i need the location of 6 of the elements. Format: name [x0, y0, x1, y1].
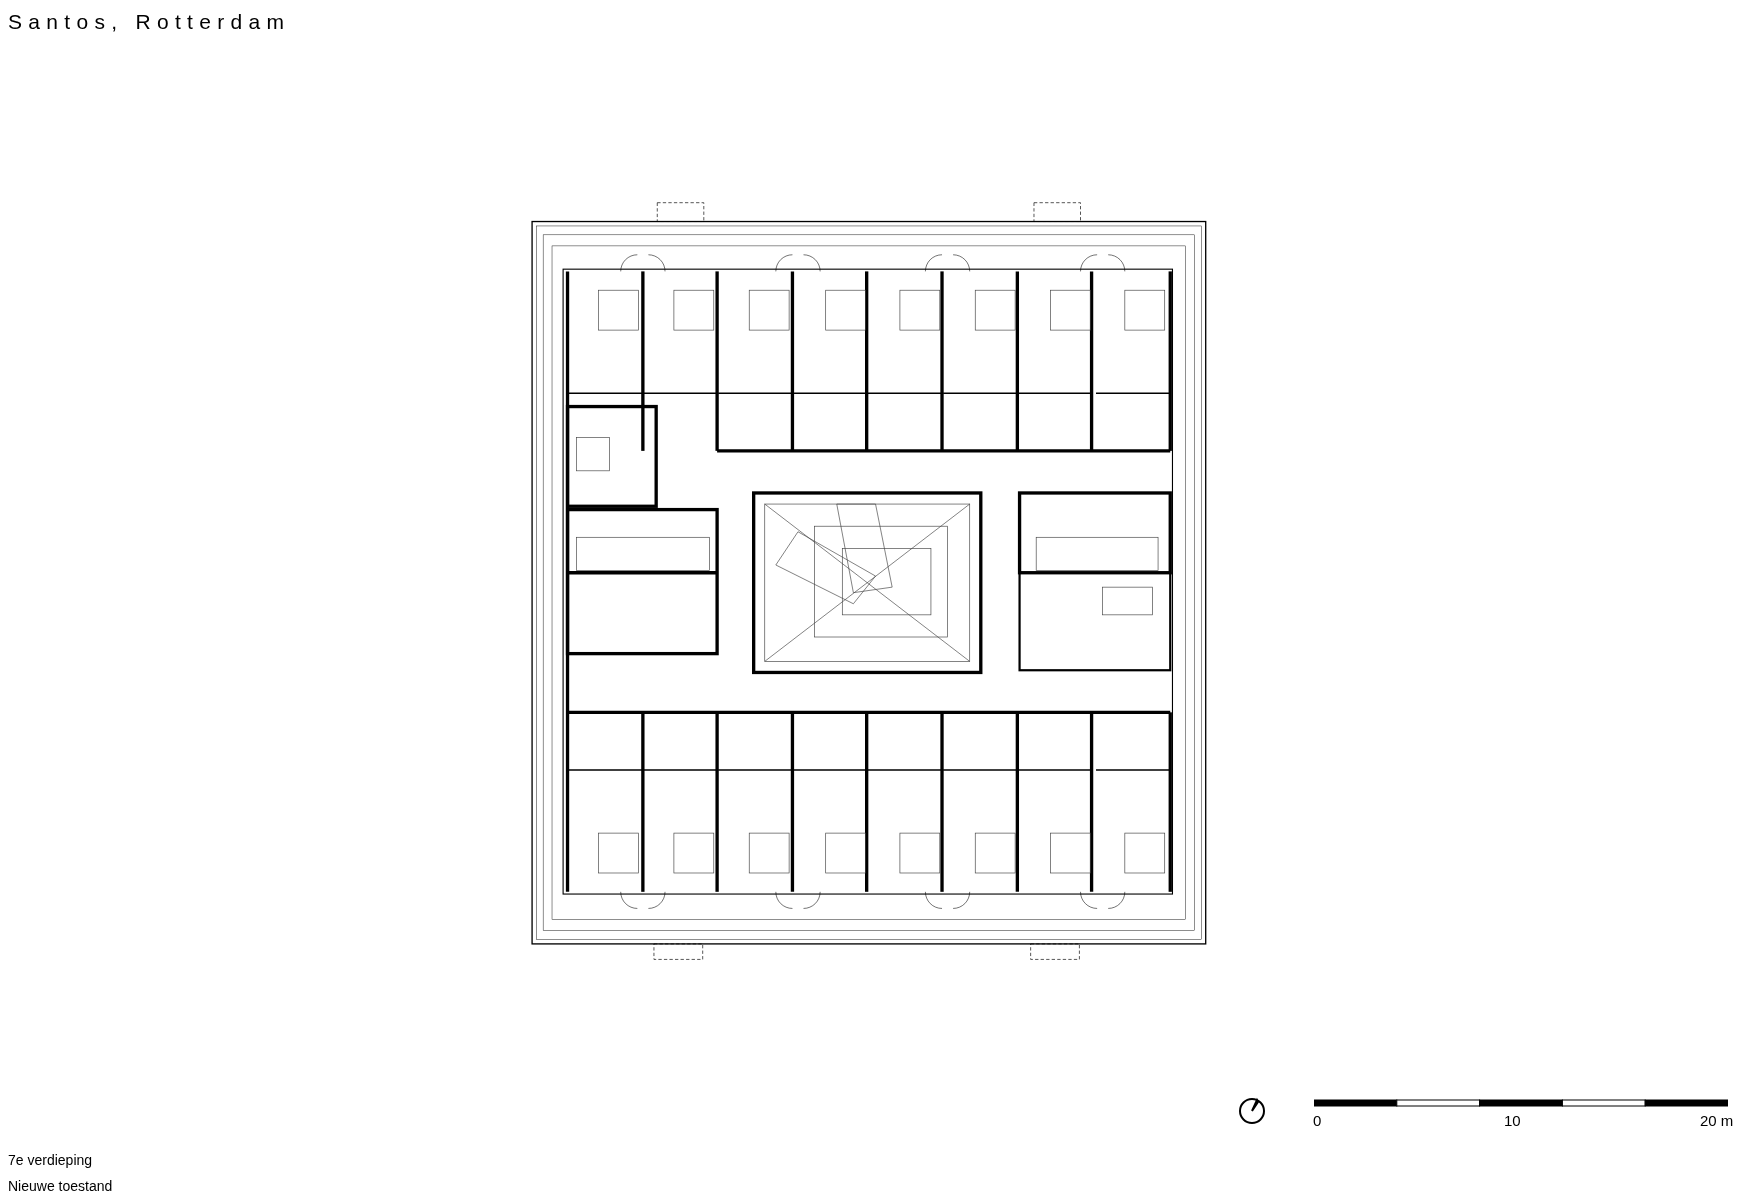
- scale-label: 10: [1504, 1111, 1521, 1131]
- scale-label: 0: [1313, 1111, 1322, 1131]
- scale-label: 20 m: [1700, 1111, 1734, 1131]
- drawing-note: 7e verdieping: [8, 1151, 93, 1170]
- title: Santos, Rotterdam: [8, 9, 291, 35]
- drawing-note: Nieuwe toestand: [8, 1177, 113, 1196]
